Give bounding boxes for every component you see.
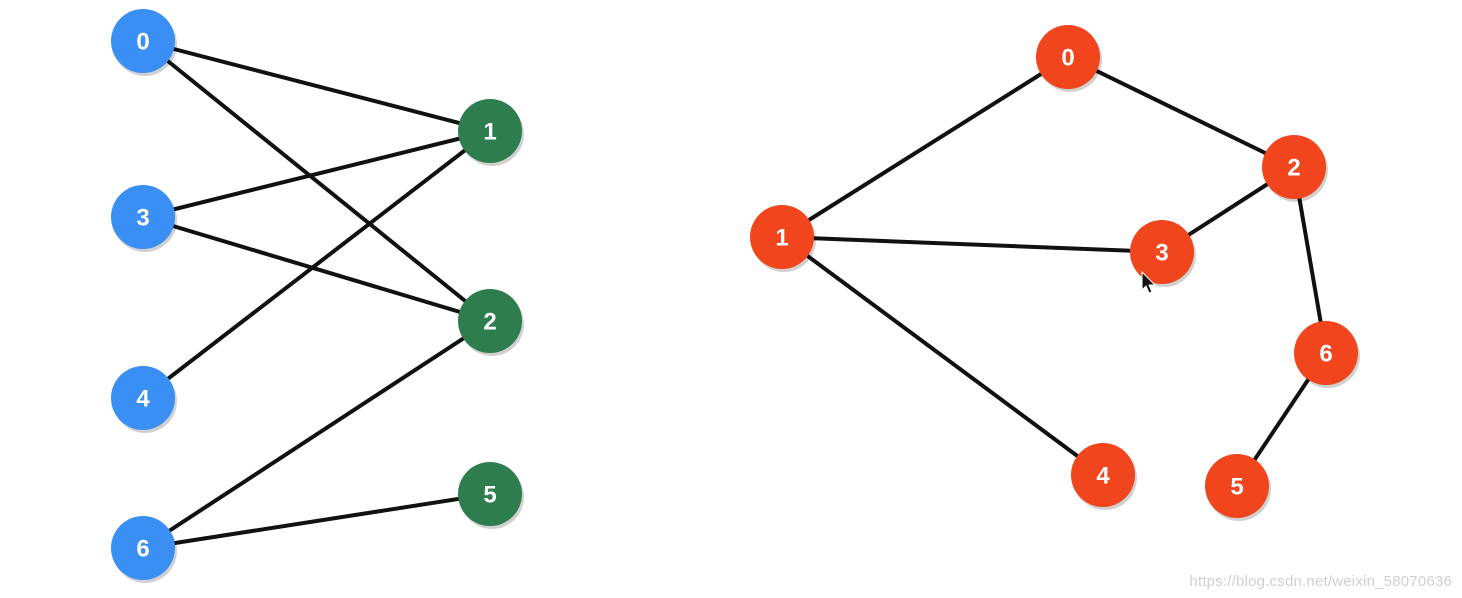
node-g0-6: 6 xyxy=(111,516,177,583)
node-label: 1 xyxy=(775,225,788,252)
node-label: 4 xyxy=(1096,463,1110,490)
node-g1-6: 6 xyxy=(1294,321,1360,388)
node-label: 6 xyxy=(1319,341,1332,368)
node-g0-2: 2 xyxy=(458,289,524,356)
edge-g0-L4-R1 xyxy=(141,129,492,400)
node-label: 5 xyxy=(483,482,496,509)
node-label: 3 xyxy=(136,205,149,232)
edge-g0-L3-R2 xyxy=(141,215,492,323)
node-g1-3: 3 xyxy=(1130,220,1196,287)
edge-g1-N1-N0 xyxy=(780,55,1070,239)
node-label: 3 xyxy=(1155,240,1168,267)
node-circle xyxy=(1205,454,1269,518)
node-circle xyxy=(1294,321,1358,385)
node-g0-4: 4 xyxy=(111,366,177,433)
node-circle xyxy=(1262,135,1326,199)
edge-g0-L3-R1 xyxy=(141,129,492,219)
edge-g0-L6-R5 xyxy=(141,492,492,550)
node-label: 0 xyxy=(1061,45,1074,72)
edge-g1-N1-N4 xyxy=(780,235,1105,477)
edge-g1-N1-N3 xyxy=(780,235,1164,254)
node-circle xyxy=(111,366,175,430)
edge-g1-N0-N2 xyxy=(1066,55,1296,169)
node-g0-5: 5 xyxy=(458,462,524,529)
edge-g0-L0-R1 xyxy=(141,39,492,133)
watermark-text: https://blog.csdn.net/weixin_58070636 xyxy=(1189,573,1452,590)
edge-g0-L6-R2 xyxy=(141,319,492,550)
node-label: 2 xyxy=(1287,155,1300,182)
node-g1-4: 4 xyxy=(1071,443,1137,510)
node-g1-5: 5 xyxy=(1205,454,1271,521)
node-g0-3: 3 xyxy=(111,185,177,252)
node-circle xyxy=(458,289,522,353)
node-label: 0 xyxy=(136,29,149,56)
node-label: 6 xyxy=(136,536,149,563)
node-g1-0: 0 xyxy=(1036,25,1102,92)
edges-layer xyxy=(141,39,1328,550)
node-label: 2 xyxy=(483,309,496,336)
node-circle xyxy=(1130,220,1194,284)
node-g1-2: 2 xyxy=(1262,135,1328,202)
node-g0-1: 1 xyxy=(458,99,524,166)
mouse-cursor-icon xyxy=(1141,270,1157,294)
node-label: 4 xyxy=(136,386,150,413)
node-label: 1 xyxy=(483,119,496,146)
node-g1-1: 1 xyxy=(750,205,816,272)
node-circle xyxy=(458,99,522,163)
node-circle xyxy=(458,462,522,526)
node-circle xyxy=(111,9,175,73)
node-circle xyxy=(1071,443,1135,507)
node-circle xyxy=(750,205,814,269)
edge-g0-L0-R2 xyxy=(141,39,492,323)
node-g0-0: 0 xyxy=(111,9,177,76)
node-label: 5 xyxy=(1230,474,1243,501)
node-circle xyxy=(111,185,175,249)
node-circle xyxy=(1036,25,1100,89)
node-circle xyxy=(111,516,175,580)
nodes-layer: 0 3 4 6 1 2 5 0 1 2 3 4 5 6 xyxy=(111,9,1360,583)
